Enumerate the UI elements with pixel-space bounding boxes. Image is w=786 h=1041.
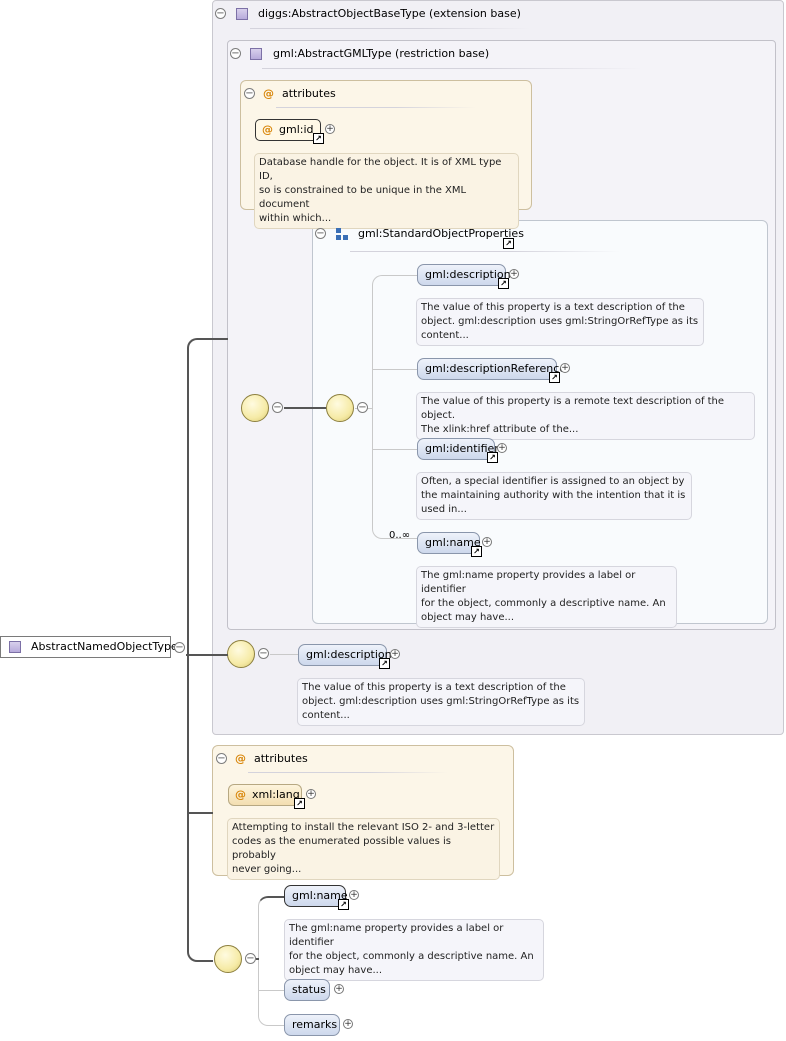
base-description-element[interactable]: gml:description [298, 644, 392, 666]
base-type-title: diggs:AbstractObjectBaseType (extension … [258, 7, 521, 20]
collapse-root-icon[interactable]: − [174, 642, 185, 653]
expand-std-name-icon[interactable]: + [482, 537, 492, 547]
status-element[interactable]: status [284, 979, 330, 1001]
trunk-to-base-connector [212, 338, 228, 340]
std-identifier-element[interactable]: gml:identifier [417, 438, 499, 460]
gml-id-doc: Database handle for the object. It is of… [254, 153, 519, 229]
collapse-sequence-icon[interactable]: − [272, 402, 283, 413]
std-name-doc: The gml:name property provides a label o… [416, 566, 677, 628]
group-icon [336, 228, 348, 240]
attributes-divider [276, 107, 476, 108]
name-cardinality: 0..∞ [389, 530, 411, 541]
link-arrow-icon[interactable]: ↗ [549, 372, 560, 383]
expand-bottom-name-icon[interactable]: + [349, 890, 359, 900]
bottom-seq-bracket [258, 896, 284, 1026]
bottom-name-element[interactable]: gml:name [284, 885, 348, 907]
bottom-name-doc: The gml:name property provides a label o… [284, 919, 544, 981]
xml-lang-attribute[interactable]: @ xml:lang [228, 784, 302, 806]
attributes-divider [248, 772, 448, 773]
complex-type-icon [250, 48, 262, 60]
seq-bracket [372, 275, 418, 539]
expand-std-description-reference-icon[interactable]: + [560, 363, 570, 373]
base-type-divider [250, 28, 530, 29]
xml-lang-label: xml:lang [252, 788, 300, 801]
std-identifier-doc: Often, a special identifier is assigned … [416, 472, 692, 520]
complex-type-icon [9, 641, 21, 653]
link-arrow-icon[interactable]: ↗ [471, 546, 482, 557]
link-arrow-icon[interactable]: ↗ [487, 452, 498, 463]
sequence-compositor-icon[interactable] [214, 945, 242, 973]
base-description-doc: The value of this property is a text des… [297, 678, 585, 726]
attributes-title: attributes [254, 752, 308, 765]
standard-props-divider [350, 251, 620, 252]
gml-id-label: gml:id [279, 123, 314, 136]
collapse-attributes-icon[interactable]: − [216, 753, 227, 764]
connector-line [256, 958, 259, 960]
attribute-at-icon: @ [262, 123, 273, 136]
link-arrow-icon[interactable]: ↗ [338, 899, 349, 910]
attributes-at-icon: @ [263, 87, 274, 100]
attributes-title: attributes [282, 87, 336, 100]
collapse-standard-props-icon[interactable]: − [315, 228, 326, 239]
trunk-to-attributes-connector [188, 812, 213, 814]
seq-connector [259, 990, 284, 991]
expand-status-icon[interactable]: + [334, 984, 344, 994]
sequence-compositor-icon[interactable] [326, 394, 354, 422]
connector-line [284, 407, 326, 409]
sequence-compositor-icon[interactable] [241, 394, 269, 422]
link-arrow-icon[interactable]: ↗ [379, 658, 390, 669]
expand-remarks-icon[interactable]: + [343, 1019, 353, 1029]
collapse-sequence-icon[interactable]: − [258, 648, 269, 659]
expand-std-description-icon[interactable]: + [509, 269, 519, 279]
standard-props-title: gml:StandardObjectProperties [358, 227, 524, 240]
std-name-element[interactable]: gml:name [417, 532, 481, 554]
attributes-at-icon: @ [235, 752, 246, 765]
seq-connector [373, 449, 418, 450]
remarks-element[interactable]: remarks [284, 1014, 340, 1036]
collapse-attributes-icon[interactable]: − [244, 88, 255, 99]
std-description-element[interactable]: gml:description [417, 264, 511, 286]
trunk-to-root-connector [186, 654, 228, 656]
gml-id-attribute[interactable]: @ gml:id [255, 119, 321, 141]
gml-type-divider [262, 68, 642, 69]
collapse-sequence-icon[interactable]: − [245, 953, 256, 964]
xml-lang-doc: Attempting to install the relevant ISO 2… [227, 818, 500, 880]
attribute-at-icon: @ [235, 788, 246, 801]
link-arrow-icon[interactable]: ↗ [313, 133, 324, 144]
expand-base-description-icon[interactable]: + [390, 649, 400, 659]
root-type-element[interactable]: AbstractNamedObjectType [0, 636, 178, 658]
collapse-base-type-icon[interactable]: − [215, 8, 226, 19]
link-arrow-icon[interactable]: ↗ [294, 798, 305, 809]
sequence-compositor-icon[interactable] [227, 640, 255, 668]
link-arrow-icon[interactable]: ↗ [503, 238, 514, 249]
collapse-gml-type-icon[interactable]: − [230, 48, 241, 59]
std-description-reference-doc: The value of this property is a remote t… [416, 392, 755, 440]
std-description-doc: The value of this property is a text des… [416, 298, 704, 346]
connector-line [270, 654, 298, 655]
collapse-sequence-icon[interactable]: − [357, 402, 368, 413]
expand-xml-lang-icon[interactable]: + [306, 789, 316, 799]
link-arrow-icon[interactable]: ↗ [498, 278, 509, 289]
complex-type-icon [236, 8, 248, 20]
seq-connector [373, 369, 418, 370]
std-description-reference-element[interactable]: gml:descriptionReference [417, 358, 566, 380]
trunk-connector [187, 338, 213, 962]
expand-gml-id-icon[interactable]: + [325, 124, 335, 134]
expand-std-identifier-icon[interactable]: + [497, 443, 507, 453]
gml-type-title: gml:AbstractGMLType (restriction base) [273, 47, 490, 60]
